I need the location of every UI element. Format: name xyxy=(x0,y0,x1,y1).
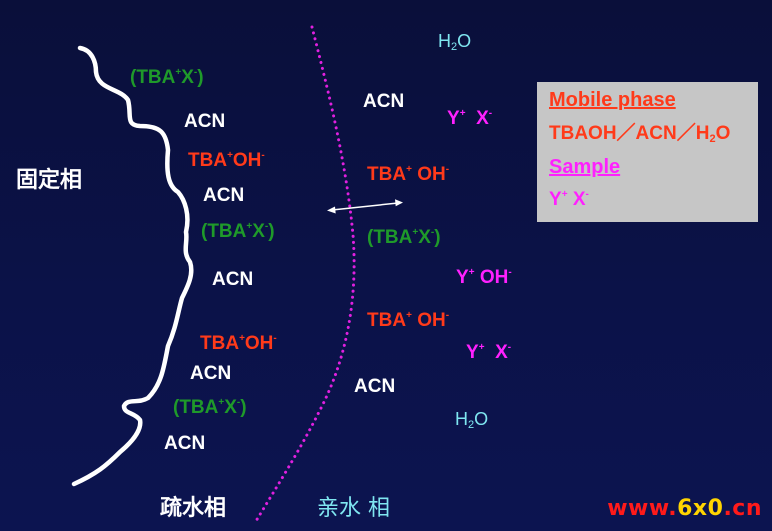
hydrophobic-phase-label: 疏水相 xyxy=(160,496,227,521)
tba-x-pair-4: (TBA+X-) xyxy=(367,227,441,248)
mobile-phase-title: Mobile phase xyxy=(549,89,676,111)
stationary-surface-curve xyxy=(71,45,194,487)
water-label-1: H2O xyxy=(438,31,472,53)
equilibrium-arrow xyxy=(327,199,403,214)
sample-title: Sample xyxy=(549,156,621,178)
sample-ion-pair-1: Y+ X- xyxy=(447,108,493,129)
watermark-logo: www.6x0.cn xyxy=(607,496,762,521)
tba-x-pair-2: (TBA+X-) xyxy=(201,221,275,242)
acn-label-2: ACN xyxy=(203,185,245,206)
tba-x-pair-3: (TBA+X-) xyxy=(173,397,247,418)
acn-label-5: ACN xyxy=(164,433,206,454)
phase-boundary-dotted-line xyxy=(254,25,356,523)
sample-composition: Y+ X- xyxy=(549,189,589,210)
acn-label-6: ACN xyxy=(363,91,405,112)
acn-label-7: ACN xyxy=(354,376,396,397)
hydrophilic-phase-label: 亲水 相 xyxy=(317,496,390,521)
legend-box: Mobile phase TBAOH／ACN／H2O Sample Y+ X- xyxy=(537,82,758,222)
tba-oh-pair-4: TBA+ OH- xyxy=(367,310,450,331)
acn-label-1: ACN xyxy=(184,111,226,132)
acn-label-3: ACN xyxy=(212,269,254,290)
tba-oh-pair-2: TBA+OH- xyxy=(200,333,277,354)
tba-oh-pair-3: TBA+ OH- xyxy=(367,164,450,185)
acn-label-4: ACN xyxy=(190,363,232,384)
mobile-phase-composition: TBAOH／ACN／H2O xyxy=(549,123,731,145)
tba-oh-pair-1: TBA+OH- xyxy=(188,150,265,171)
tba-x-pair-1: (TBA+X-) xyxy=(130,67,204,88)
water-label-2: H2O xyxy=(455,409,489,431)
stationary-phase-label: 固定相 xyxy=(16,168,83,193)
sample-ion-pair-3: Y+ X- xyxy=(466,342,512,363)
sample-ion-pair-2: Y+ OH- xyxy=(456,267,512,288)
